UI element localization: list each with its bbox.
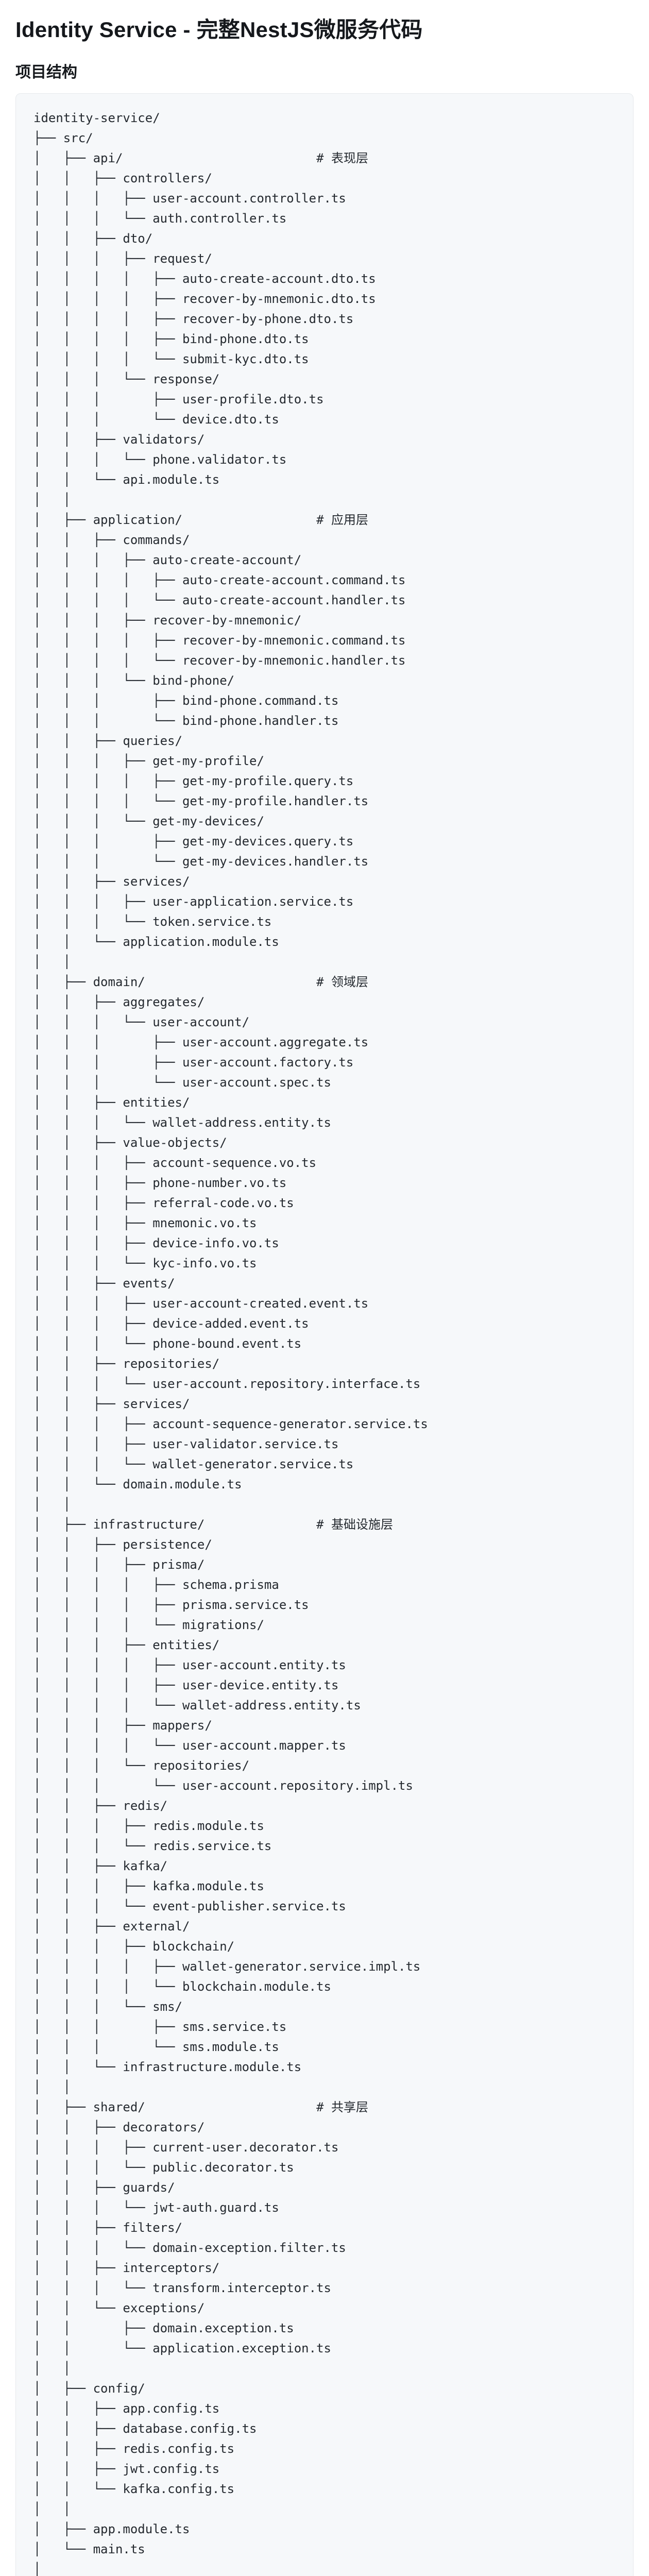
file-tree: identity-service/ ├── src/ │ ├── api/ # … (33, 110, 428, 2576)
markdown-document: Identity Service - 完整NestJS微服务代码 项目结构 id… (15, 16, 634, 2576)
page-title: Identity Service - 完整NestJS微服务代码 (15, 18, 423, 42)
section-heading-project-structure: 项目结构 (15, 63, 77, 81)
project-structure-code-block: identity-service/ ├── src/ │ ├── api/ # … (15, 93, 634, 2576)
